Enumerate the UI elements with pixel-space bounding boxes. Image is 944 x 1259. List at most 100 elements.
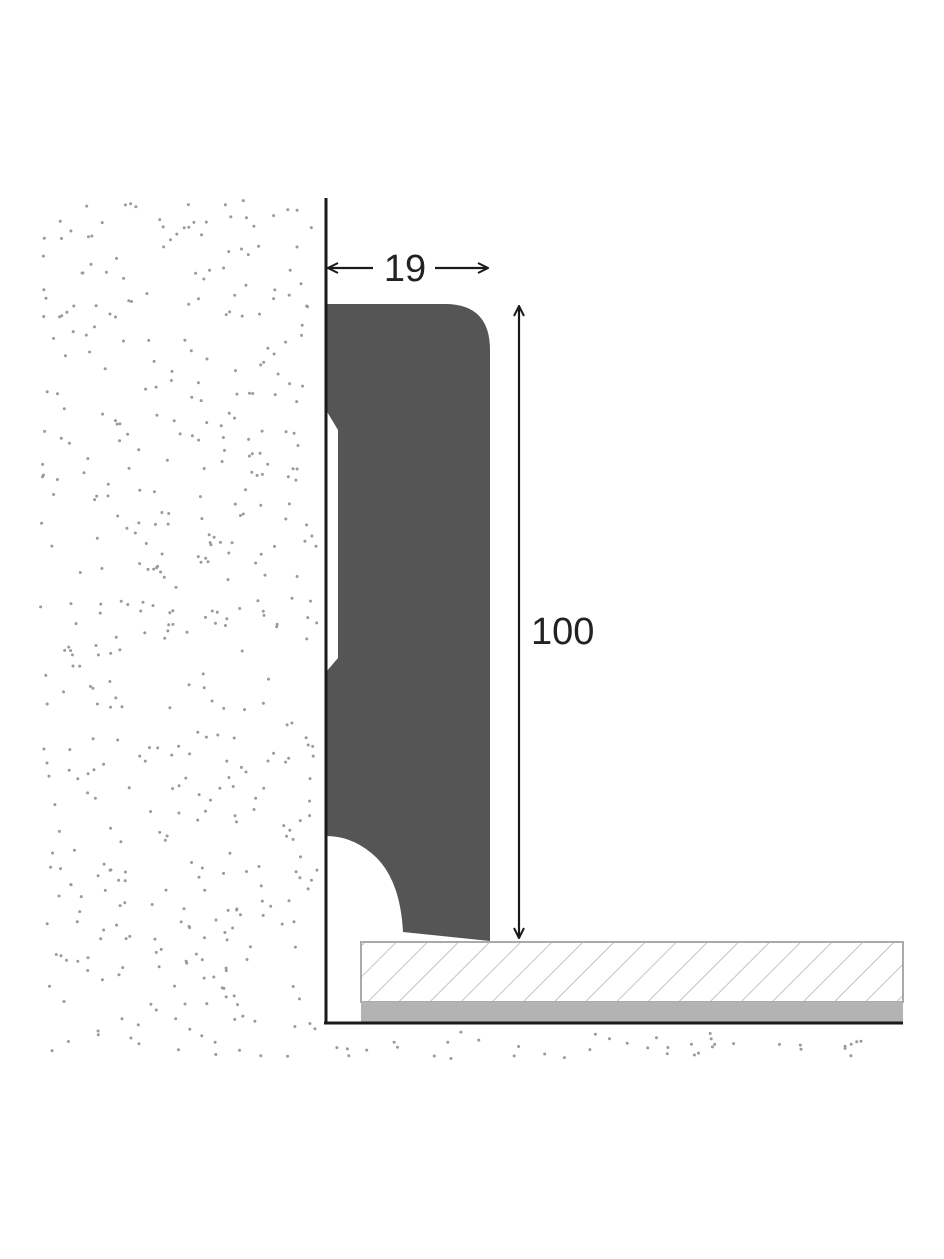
texture-dot xyxy=(199,399,203,403)
texture-dot xyxy=(79,895,83,899)
texture-dot xyxy=(57,829,61,833)
texture-dot xyxy=(287,502,291,506)
texture-dot xyxy=(93,325,96,329)
texture-dot xyxy=(273,544,276,548)
texture-dot xyxy=(143,631,147,635)
texture-dot xyxy=(233,416,236,420)
texture-dot xyxy=(67,645,71,649)
texture-dot xyxy=(178,432,182,436)
texture-dot xyxy=(259,884,263,888)
texture-dot xyxy=(291,985,295,988)
texture-dot xyxy=(163,636,167,640)
texture-dot xyxy=(188,926,192,930)
skirting-board-profile xyxy=(326,304,490,941)
texture-dot xyxy=(63,648,67,652)
texture-dot xyxy=(224,966,228,970)
texture-dot xyxy=(210,699,214,703)
texture-dot xyxy=(690,1042,693,1046)
texture-dot xyxy=(266,462,270,466)
texture-dot xyxy=(732,1042,736,1046)
texture-dot xyxy=(226,578,230,582)
texture-dot xyxy=(69,229,73,233)
texture-dot xyxy=(41,473,45,477)
texture-dot xyxy=(138,562,142,566)
texture-dot xyxy=(273,393,277,397)
texture-dot xyxy=(200,1034,204,1038)
texture-dot xyxy=(54,953,58,956)
texture-dot xyxy=(158,830,162,834)
texture-dot xyxy=(284,340,288,344)
texture-dot xyxy=(173,984,176,988)
texture-dot xyxy=(60,237,63,240)
texture-dot xyxy=(692,1053,696,1057)
texture-dot xyxy=(121,339,125,343)
texture-dot xyxy=(128,934,132,938)
texture-dot xyxy=(252,224,256,228)
texture-dot xyxy=(117,973,121,977)
texture-dot xyxy=(305,304,309,308)
texture-dot xyxy=(239,913,242,917)
texture-dot xyxy=(39,605,43,609)
texture-dot xyxy=(293,1025,297,1028)
texture-dot xyxy=(103,367,107,371)
texture-dot xyxy=(78,571,82,574)
texture-dot xyxy=(240,314,244,318)
texture-dot xyxy=(247,437,251,441)
texture-dot xyxy=(120,705,124,709)
texture-dot xyxy=(118,439,122,443)
texture-dot xyxy=(71,664,75,668)
texture-dot xyxy=(123,901,127,905)
texture-dot xyxy=(228,310,232,314)
texture-dot xyxy=(144,542,148,545)
texture-dot xyxy=(64,354,67,358)
texture-dot xyxy=(152,490,156,494)
texture-dot xyxy=(196,381,200,385)
texture-dot xyxy=(93,796,97,800)
texture-dot xyxy=(118,904,122,908)
texture-dot xyxy=(255,473,259,477)
texture-dot xyxy=(261,609,265,613)
texture-dot xyxy=(108,312,112,316)
texture-dot xyxy=(200,233,203,237)
texture-dot xyxy=(204,220,208,224)
texture-dot xyxy=(144,387,148,391)
texture-dot xyxy=(222,266,226,270)
texture-dot xyxy=(296,444,300,447)
texture-dot xyxy=(125,526,129,530)
texture-dot xyxy=(859,1039,863,1043)
texture-dot xyxy=(798,1043,802,1047)
texture-dot xyxy=(543,1052,547,1056)
texture-dot xyxy=(257,244,261,248)
texture-dot xyxy=(147,338,151,342)
texture-dot xyxy=(284,517,288,521)
texture-dot xyxy=(225,938,229,942)
texture-dot xyxy=(273,288,277,292)
texture-dot xyxy=(262,786,266,790)
texture-dot xyxy=(262,613,266,617)
texture-dot xyxy=(58,219,62,223)
texture-dot xyxy=(197,875,201,879)
texture-dot xyxy=(154,1008,158,1012)
texture-dot xyxy=(238,1048,241,1052)
texture-dot xyxy=(42,236,46,240)
texture-dot xyxy=(145,292,149,296)
texture-dot xyxy=(157,965,161,969)
texture-dot xyxy=(126,432,130,436)
wall-plaster-texture xyxy=(39,199,319,1058)
texture-dot xyxy=(129,1036,133,1040)
texture-dot xyxy=(275,622,279,626)
texture-dot xyxy=(108,680,112,683)
texture-dot xyxy=(53,803,57,807)
texture-dot xyxy=(240,649,244,653)
texture-dot xyxy=(167,623,171,627)
texture-dot xyxy=(254,561,258,565)
texture-dot xyxy=(118,648,122,652)
texture-dot xyxy=(231,926,235,930)
texture-dot xyxy=(224,313,228,317)
texture-dot xyxy=(213,1040,217,1044)
texture-dot xyxy=(214,621,217,625)
texture-dot xyxy=(208,541,212,545)
texture-dot xyxy=(446,1040,450,1044)
texture-dot xyxy=(309,226,313,230)
texture-dot xyxy=(204,735,208,739)
